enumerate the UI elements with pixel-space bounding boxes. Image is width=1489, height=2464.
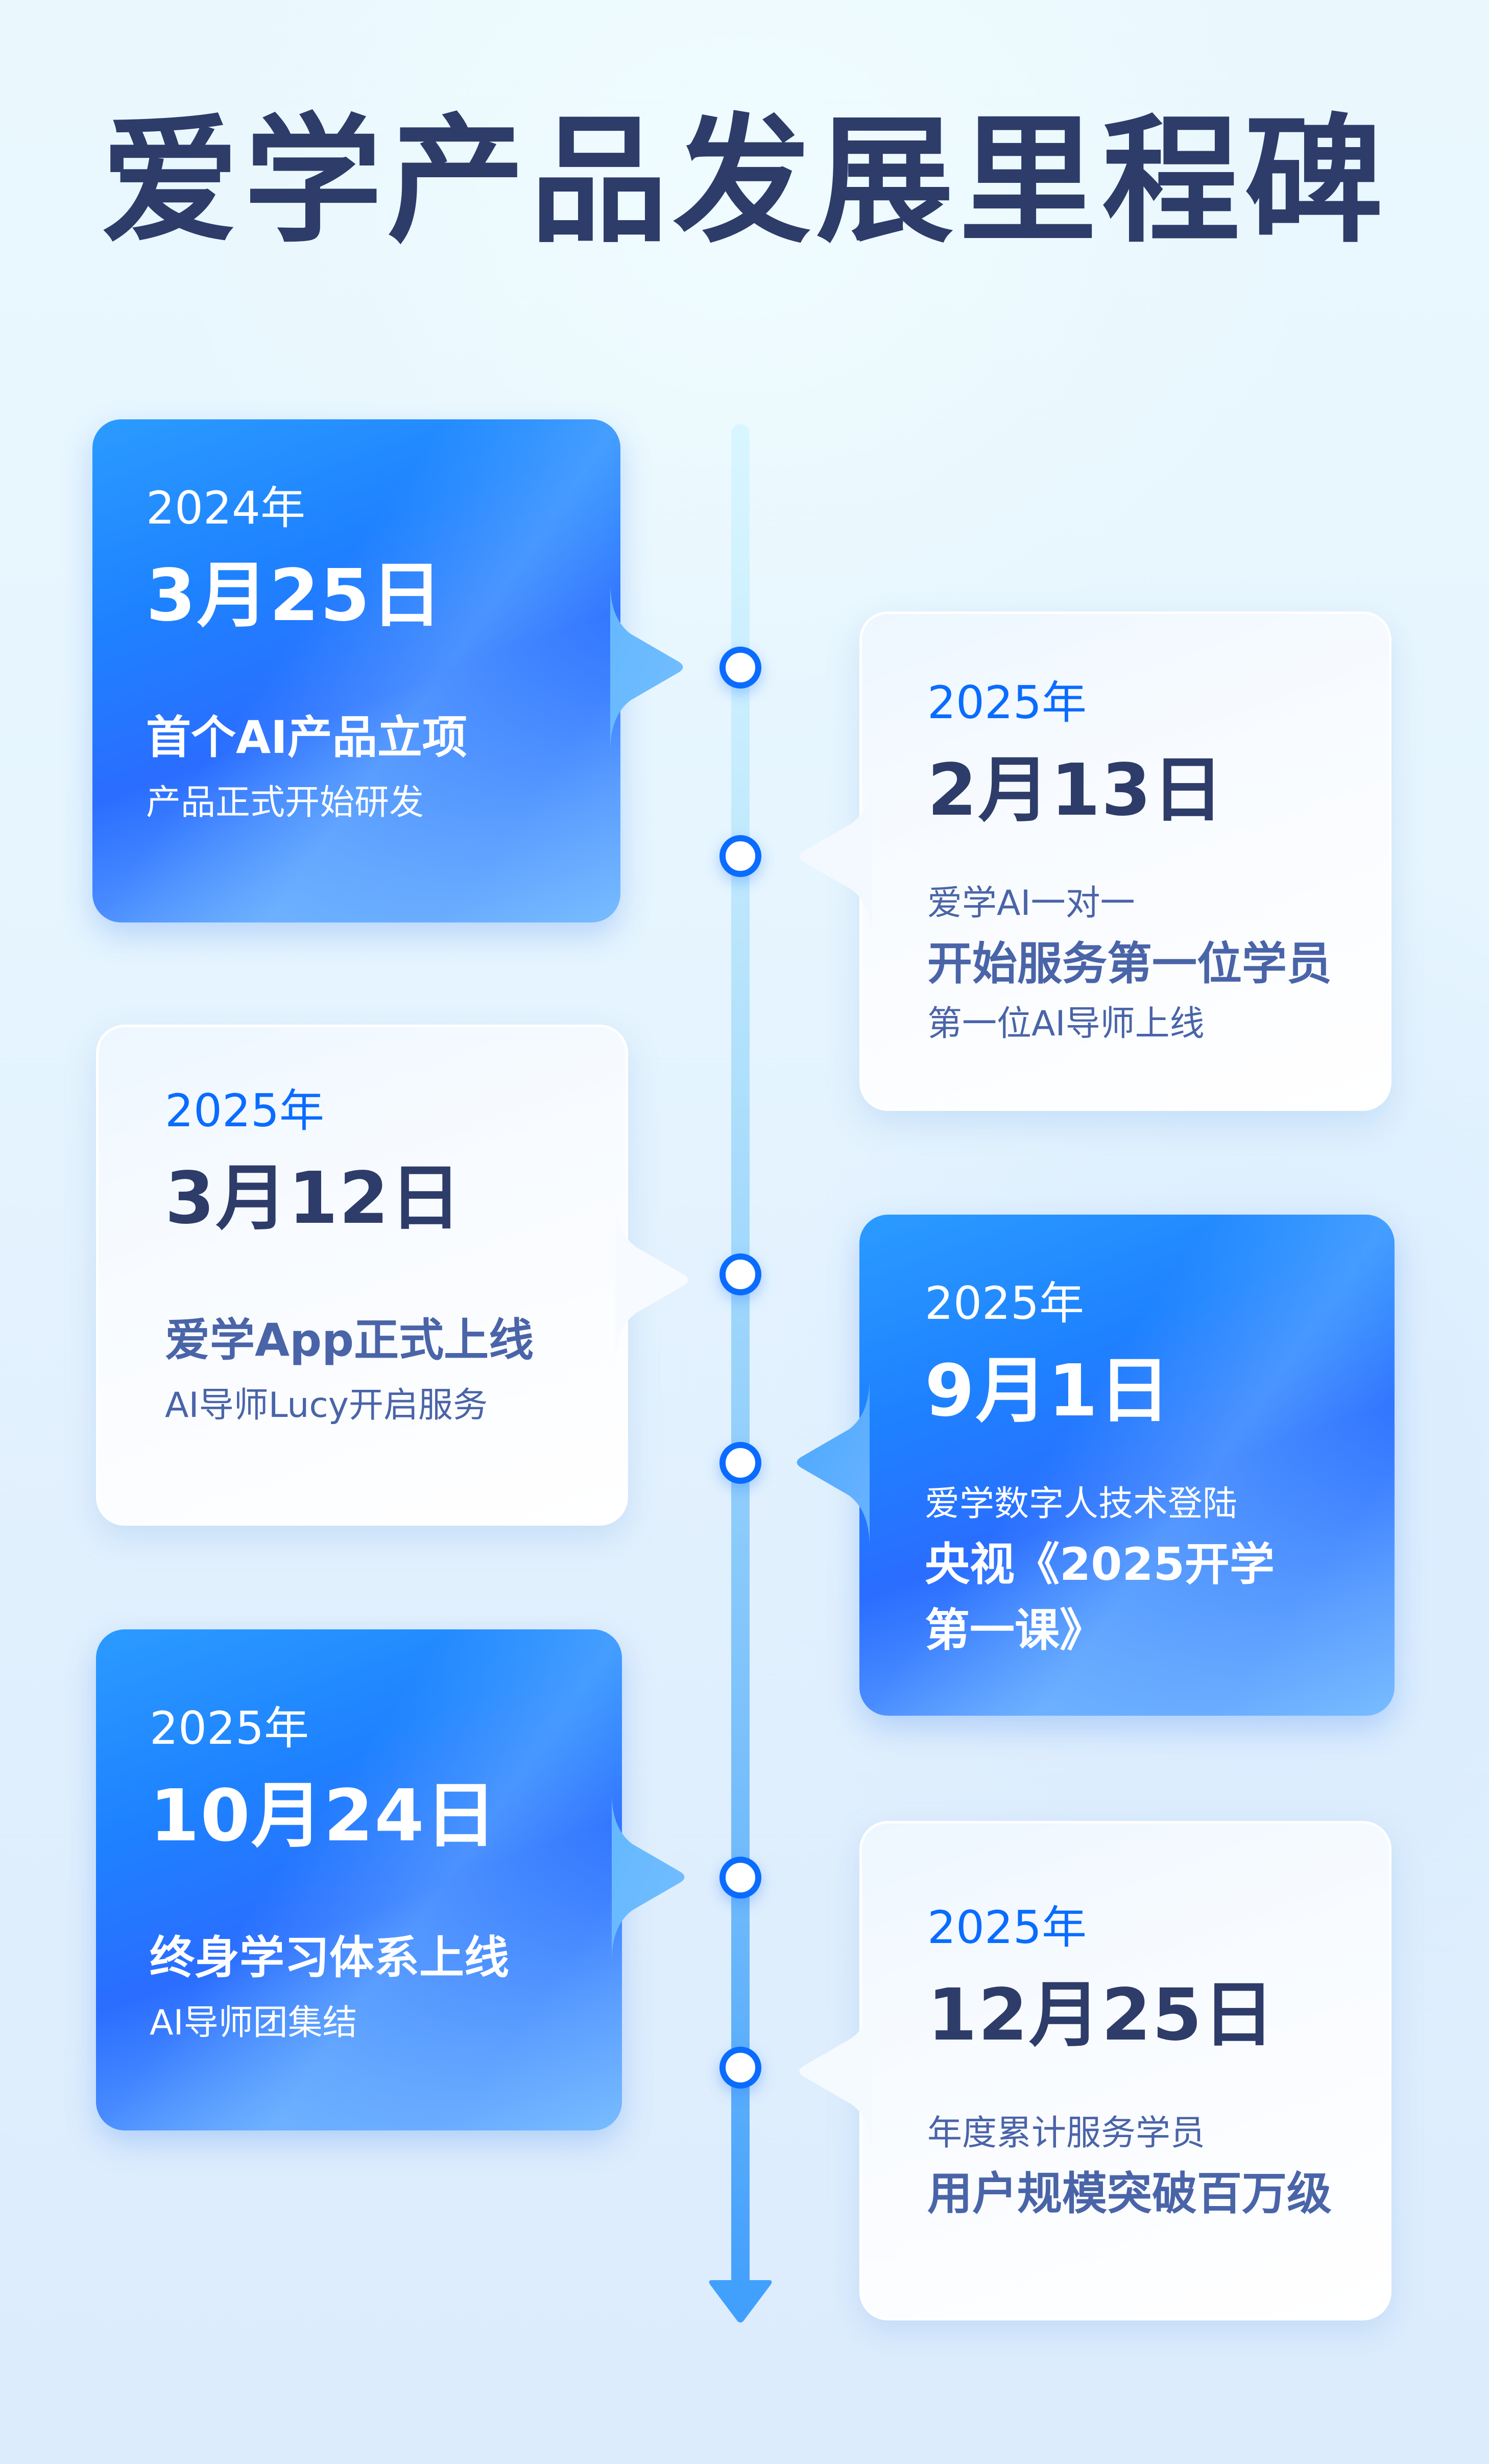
milestone-card: 2024年 3月25日 首个AI产品立项 产品正式开始研发 [92, 419, 683, 922]
milestone-headline: 用户规模突破百万级 [927, 2167, 1332, 2220]
page-title: 爱学产品发展里程碑 [101, 101, 1388, 262]
milestone-intro: 爱学AI一对一 [927, 883, 1135, 923]
timeline-line [731, 424, 750, 2288]
card-pointer [799, 1987, 872, 2155]
milestone-year: 2025年 [150, 1702, 309, 1755]
milestone-date: 2月13日 [927, 749, 1225, 832]
milestone-headline: 爱学App正式上线 [165, 1314, 534, 1366]
timeline-dot [719, 2047, 761, 2089]
timeline-dot [719, 647, 761, 689]
milestone-date: 10月24日 [150, 1774, 498, 1858]
milestone-date: 3月25日 [146, 554, 444, 637]
milestone-intro: 爱学数字人技术登陆 [925, 1484, 1238, 1524]
milestone-card: 2025年 12月25日 年度累计服务学员 用户规模突破百万级 [799, 1821, 1391, 2320]
milestone-detail: AI导师Lucy开启服务 [165, 1385, 488, 1426]
milestone-card: 2025年 9月1日 爱学数字人技术登陆 央视《2025开学 第一课》 [797, 1215, 1395, 1716]
milestone-detail: AI导师团集结 [150, 2003, 357, 2044]
milestone-headline: 央视《2025开学 [925, 1537, 1275, 1591]
milestone-year: 2025年 [165, 1084, 324, 1137]
milestone-detail: 第一位AI导师上线 [927, 1003, 1205, 1044]
milestone-year: 2025年 [925, 1277, 1084, 1330]
card-pointer [799, 772, 872, 941]
milestone-card: 2025年 3月12日 爱学App正式上线 AI导师Lucy开启服务 [96, 1025, 688, 1526]
card-pointer [610, 583, 683, 751]
milestone-date: 9月1日 [925, 1349, 1171, 1433]
card-pointer [615, 1196, 688, 1364]
milestone-date: 3月12日 [165, 1157, 463, 1240]
milestone-card: 2025年 10月24日 终身学习体系上线 AI导师团集结 [96, 1629, 685, 2130]
milestone-date: 12月25日 [927, 1974, 1276, 2057]
card-pointer [797, 1378, 870, 1547]
card-pointer [612, 1793, 685, 1961]
milestone-headline: 终身学习体系上线 [150, 1931, 510, 1984]
timeline-dot [719, 1857, 761, 1899]
timeline-dot [719, 1253, 761, 1295]
milestone-headline: 首个AI产品立项 [146, 711, 467, 764]
milestone-year: 2024年 [146, 482, 305, 534]
milestone-intro: 年度累计服务学员 [927, 2113, 1206, 2153]
timeline-dot [719, 835, 761, 877]
milestone-headline-cont: 第一课》 [925, 1603, 1105, 1656]
timeline-dot [719, 1442, 761, 1484]
milestone-year: 2025年 [927, 676, 1087, 729]
milestone-detail: 产品正式开始研发 [146, 783, 424, 823]
milestone-headline: 开始服务第一位学员 [927, 937, 1332, 990]
arrow-down-icon [709, 2280, 772, 2323]
milestone-year: 2025年 [927, 1901, 1087, 1954]
milestone-card: 2025年 2月13日 爱学AI一对一 开始服务第一位学员 第一位AI导师上线 [799, 611, 1391, 1111]
